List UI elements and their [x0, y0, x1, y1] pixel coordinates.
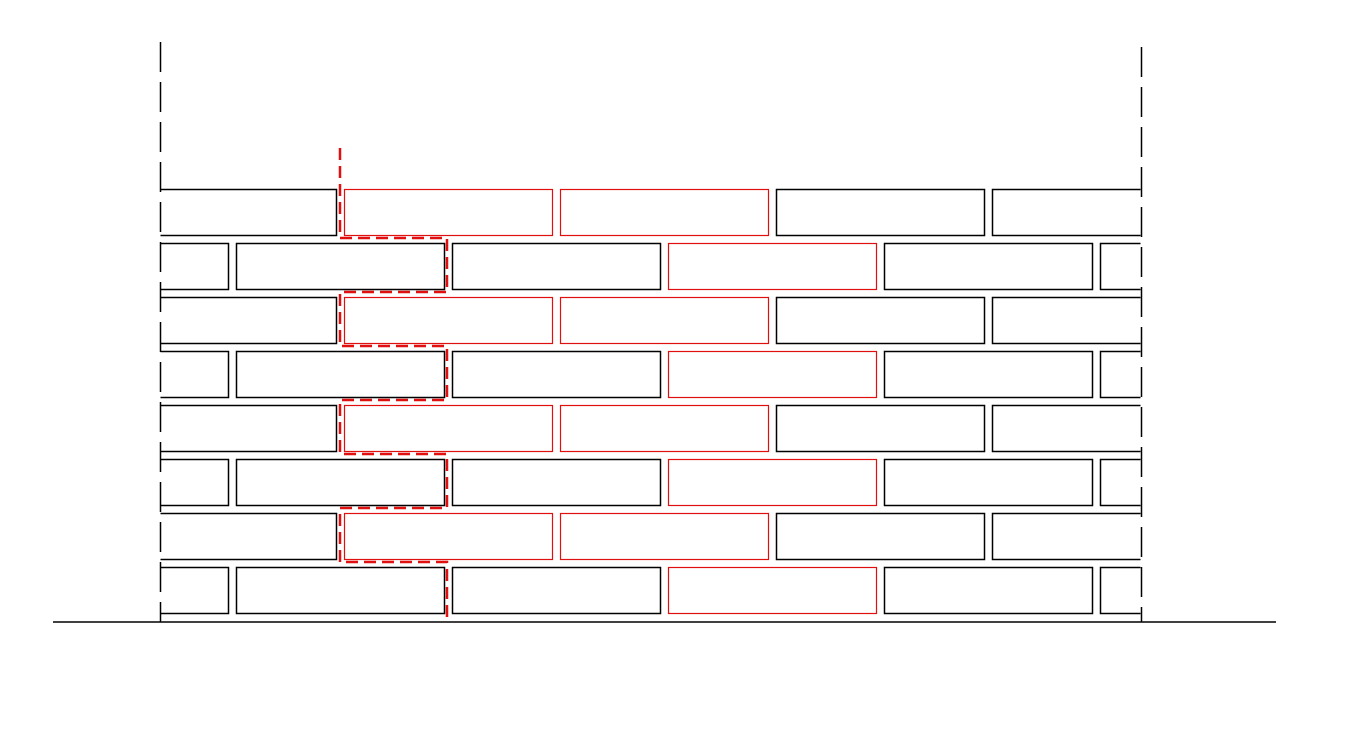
brick [235, 350, 446, 399]
brick [991, 512, 1141, 561]
brick [1099, 242, 1141, 291]
highlighted-brick [559, 188, 770, 237]
brick [451, 458, 662, 507]
brick [883, 566, 1094, 615]
red-dashed-cut-line [338, 148, 449, 622]
highlighted-brick [667, 350, 878, 399]
highlighted-brick [559, 512, 770, 561]
brick [991, 296, 1141, 345]
highlighted-brick [667, 242, 878, 291]
brick [160, 242, 230, 291]
brick [883, 350, 1094, 399]
brick [235, 458, 446, 507]
brick [1099, 458, 1141, 507]
highlighted-brick [667, 458, 878, 507]
brick [451, 242, 662, 291]
highlighted-brick [343, 404, 554, 453]
brick [451, 350, 662, 399]
highlighted-brick [667, 566, 878, 615]
brick [991, 404, 1141, 453]
brick [235, 242, 446, 291]
brick [235, 566, 446, 615]
brick [1099, 350, 1141, 399]
brick [775, 188, 986, 237]
brick [160, 350, 230, 399]
highlighted-brick [343, 296, 554, 345]
brick [775, 512, 986, 561]
brick [883, 242, 1094, 291]
highlighted-brick [559, 296, 770, 345]
highlighted-brick [559, 404, 770, 453]
highlighted-brick [343, 512, 554, 561]
brick [883, 458, 1094, 507]
brick [451, 566, 662, 615]
highlighted-brick [343, 188, 554, 237]
brick [160, 566, 230, 615]
brick [991, 188, 1141, 237]
brick [160, 404, 338, 453]
bricks [160, 188, 1141, 615]
brick [775, 296, 986, 345]
brick [160, 512, 338, 561]
brick [160, 188, 338, 237]
brick [1099, 566, 1141, 615]
brick [160, 458, 230, 507]
brick [160, 296, 338, 345]
brick [775, 404, 986, 453]
